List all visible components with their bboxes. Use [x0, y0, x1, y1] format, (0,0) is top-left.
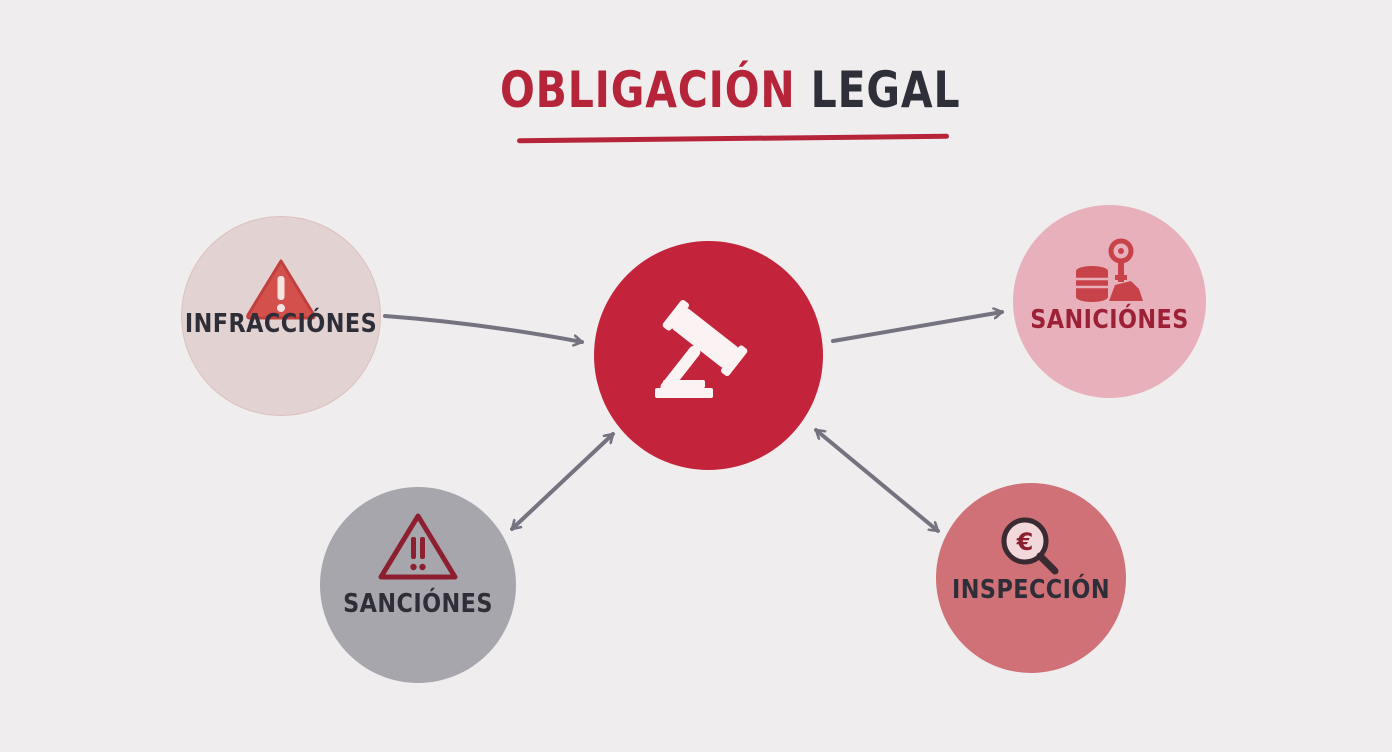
- arrow-center-inspeccion: [814, 428, 940, 533]
- warning-double-exclamation-icon: [320, 511, 516, 588]
- node-label: SANCIÓNES: [343, 589, 493, 619]
- node-label: INSPECCIÓN: [952, 575, 1110, 605]
- gavel-icon: [594, 296, 823, 411]
- warning-triangle-icon: [182, 257, 380, 326]
- node-label: INFRACCIÓNES: [184, 309, 378, 339]
- arrow-center-to-sanciones-right: [831, 312, 1004, 343]
- coins-key-icon: [1013, 237, 1206, 312]
- node-sanciones-right: SANICIÓNES: [1013, 205, 1206, 398]
- node-infracciones: INFRACCIÓNES: [181, 216, 381, 416]
- svg-text:€: €: [1016, 528, 1034, 556]
- node-sanciones-left: SANCIÓNES: [320, 487, 516, 683]
- node-inspeccion: € INSPECCIÓN: [936, 483, 1126, 673]
- title-part-legal: LEGAL: [810, 61, 961, 119]
- title-part-obligacion: OBLIGACIÓN: [499, 61, 796, 119]
- node-center-legal: [594, 241, 823, 470]
- node-label: SANICIÓNES: [1030, 305, 1189, 335]
- euro-magnifier-icon: €: [936, 515, 1126, 582]
- arrow-center-sanciones-left: [510, 432, 615, 531]
- arrow-infracciones-to-center: [383, 314, 584, 342]
- diagram-title: OBLIGACIÓN LEGAL: [132, 58, 1329, 122]
